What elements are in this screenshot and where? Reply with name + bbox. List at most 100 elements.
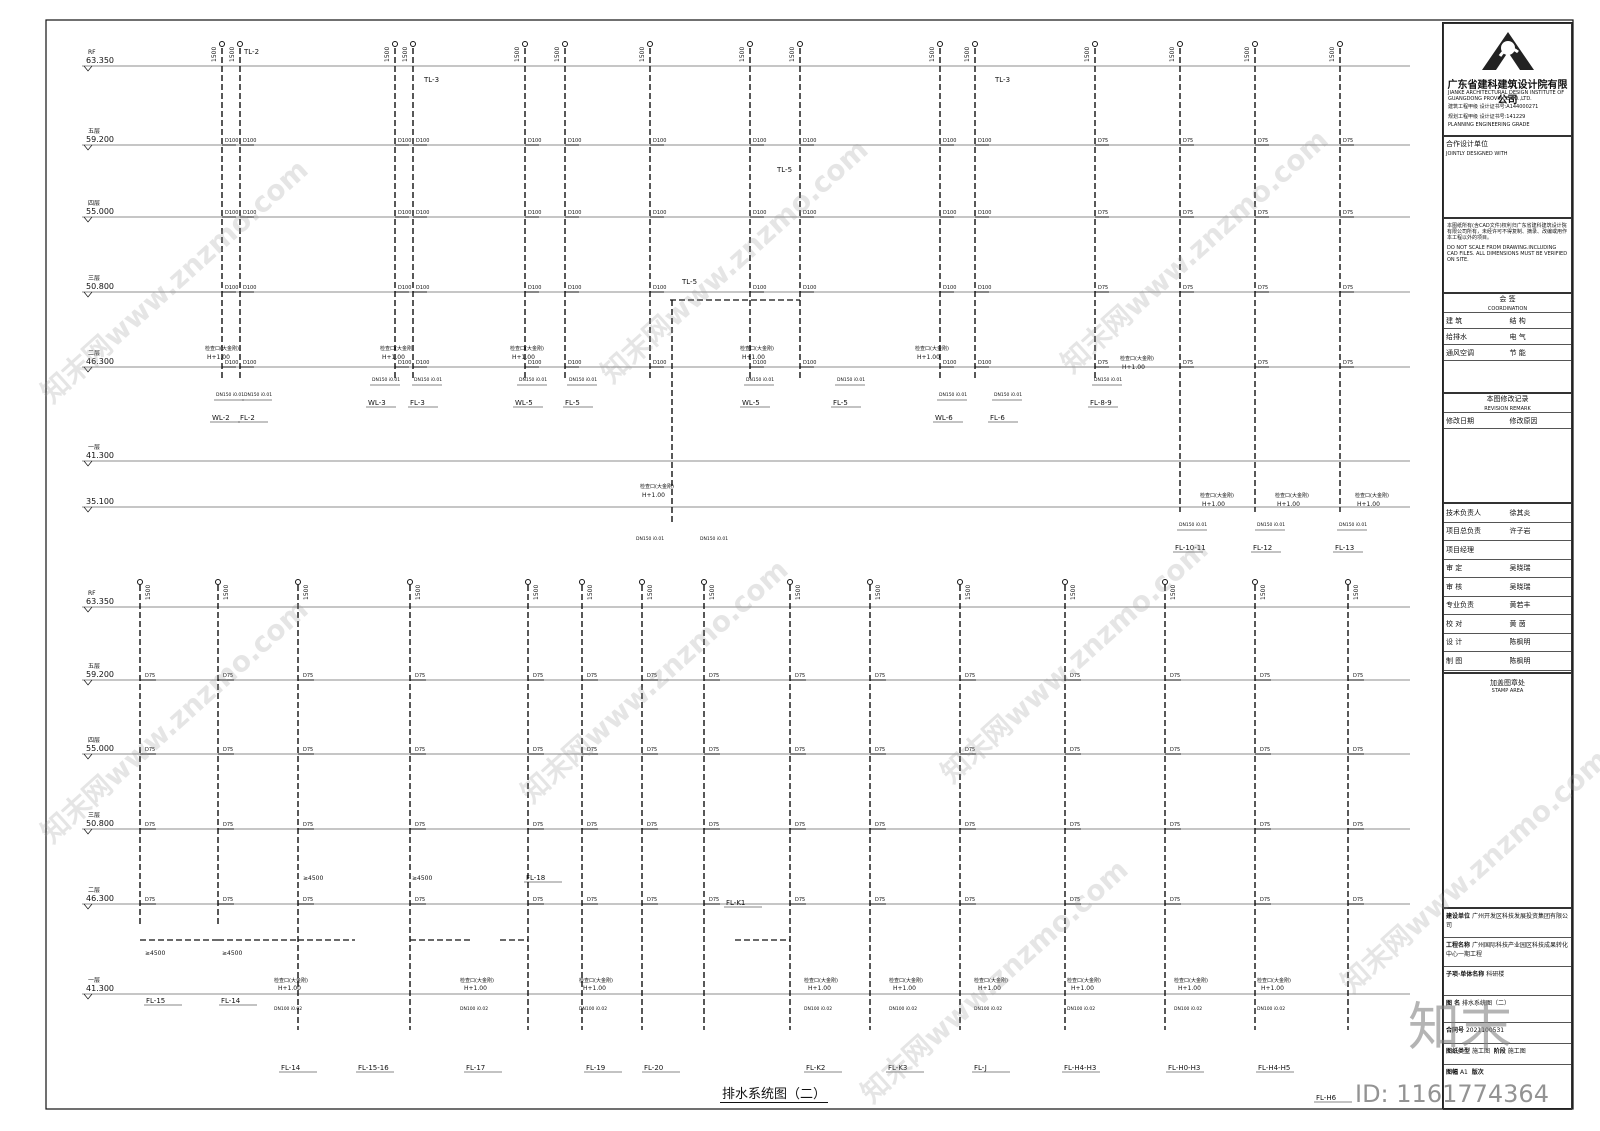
vent-cap-icon: [1162, 579, 1168, 585]
stamp-block: 加盖图章处 STAMP AREA: [1443, 673, 1572, 908]
pipe-size-label: D100: [653, 285, 666, 291]
pipe-tag: FL-5: [565, 399, 580, 407]
vent-height-label: 1500: [303, 585, 310, 600]
pipe-size-label: D100: [243, 360, 256, 366]
upper-floor-levels: RF63.350五层59.200四层55.000三层50.800二层46.300…: [82, 49, 1410, 513]
cert-1: 建筑工程甲级 设计证书号:A144000271: [1448, 104, 1539, 110]
vent-cap-icon: [407, 579, 413, 585]
vent-cap-icon: [639, 579, 645, 585]
vent-height-label: 1500: [554, 47, 561, 62]
floor-level-elevation: 59.200: [86, 135, 114, 144]
pipe-size-label: D100: [398, 360, 411, 366]
pipe-size-label: D75: [1170, 747, 1180, 753]
floor-level-elevation: 46.300: [86, 357, 114, 366]
slope-label: DN150 i0.01: [1257, 522, 1285, 528]
vent-cap-icon: [957, 579, 963, 585]
brand-watermark: 知末: [1408, 998, 1513, 1058]
vent-height-label: 1500: [639, 47, 646, 62]
height-label: H+1.00: [1261, 985, 1284, 992]
staff-row: 专业负责黄若丰: [1444, 597, 1571, 615]
staff-signature: 吴晓瑞: [1509, 582, 1531, 591]
joint-design-block: 合作设计单位 JOINTLY DESIGNED WITH: [1443, 136, 1572, 218]
offset-dimension: ≥4500: [222, 950, 242, 957]
elevation-marker-icon: [83, 753, 93, 760]
cleanout-label: 检查口(大金刚): [579, 977, 613, 984]
pipe-size-label: D75: [1260, 897, 1270, 903]
slope-label: DN100 i0.02: [274, 1006, 302, 1012]
vent-cap-icon: [295, 579, 301, 585]
offset-dimension: ≥4500: [145, 950, 165, 957]
vent-height-label: 1500: [795, 585, 802, 600]
pipe-size-label: D75: [1353, 897, 1363, 903]
pipe-size-label: D75: [1070, 822, 1080, 828]
cleanout-label: 检查口(大金刚): [1200, 492, 1234, 499]
cert-2-en: PLANNING ENGINEERING GRADE: [1448, 122, 1530, 128]
floor-level-name: 三层: [88, 275, 100, 282]
slope-label: DN150 i0.01: [837, 377, 865, 383]
pipe-size-label: D75: [1098, 285, 1108, 291]
pipe-tag: FL-13: [1335, 544, 1354, 552]
pipe-size-label: D75: [965, 822, 975, 828]
client-row: 建设单位 广州开发区科技发展投资集团有限公司: [1444, 909, 1571, 938]
slope-label: DN150 i0.01: [1179, 522, 1207, 528]
floor-level-name: 二层: [88, 350, 100, 357]
pipe-tag: FL-K3: [888, 1064, 907, 1072]
pipe-size-label: D100: [528, 360, 541, 366]
pipe-size-label: D75: [415, 747, 425, 753]
pipe-tag: FL-15-16: [358, 1064, 389, 1072]
floor-level-elevation: 55.000: [86, 744, 114, 753]
staff-signature: 黄若丰: [1509, 601, 1531, 610]
height-label: H+1.00: [583, 985, 606, 992]
staff-row: 设 计陈枫明: [1444, 634, 1571, 652]
pipe-size-label: D100: [528, 285, 541, 291]
slope-label: DN100 i0.02: [804, 1006, 832, 1012]
pipe-size-label: D100: [978, 138, 991, 144]
height-label: H+1.00: [642, 492, 665, 499]
height-label: H+1.00: [893, 985, 916, 992]
height-label: H+1.00: [278, 985, 301, 992]
staff-signature: 许子岩: [1509, 527, 1531, 536]
pipe-size-label: D75: [1343, 210, 1353, 216]
upper-riser-group: 1500D100D100D100D1001500D100D100D100D100…: [205, 41, 1389, 553]
pipe-tag: FL-17: [466, 1064, 485, 1072]
drawing-border: [45, 19, 1574, 1110]
pipe-size-label: D75: [1183, 138, 1193, 144]
vent-cap-icon: [747, 41, 753, 47]
pipe-size-label: D100: [978, 360, 991, 366]
pipe-size-label: D75: [647, 822, 657, 828]
slope-label: DN150 i0.01: [372, 377, 400, 383]
cleanout-label: 检查口(大金刚): [915, 345, 949, 352]
floor-level-name: RF: [88, 590, 96, 597]
pipe-size-label: D75: [965, 747, 975, 753]
pipe-size-label: D75: [709, 897, 719, 903]
pipe-size-label: D75: [1353, 673, 1363, 679]
elevation-marker-icon: [83, 828, 93, 835]
vent-cap-icon: [867, 579, 873, 585]
vent-cap-icon: [392, 41, 398, 47]
pipe-tag: WL-6: [935, 414, 953, 422]
elevation-marker-icon: [83, 903, 93, 910]
staff-role: 校 对: [1446, 619, 1463, 628]
cleanout-label: 检查口(大金刚): [1174, 977, 1208, 984]
pipe-size-label: D100: [398, 210, 411, 216]
pipe-size-label: D75: [415, 822, 425, 828]
staff-role: 制 图: [1446, 656, 1463, 665]
pipe-tag: FL-H4-H3: [1064, 1064, 1096, 1072]
elevation-marker-icon: [83, 291, 93, 298]
project-info-block: 建设单位 广州开发区科技发展投资集团有限公司 工程名称 广州国际科技产业园区科技…: [1443, 908, 1572, 1110]
vent-height-label: 1500: [929, 47, 936, 62]
pipe-size-label: D75: [795, 673, 805, 679]
floor-level-name: 四层: [88, 200, 100, 207]
vent-height-label: 1500: [709, 585, 716, 600]
pipe-size-label: D100: [653, 138, 666, 144]
slope-label: DN150 i0.01: [519, 377, 547, 383]
cleanout-label: 检查口(大金刚): [510, 345, 544, 352]
pipe-tag: FL-3: [410, 399, 425, 407]
pipe-size-label: D100: [943, 138, 956, 144]
cosign-row: 通风空调节 能: [1444, 345, 1571, 361]
staff-signature: 陈枫明: [1509, 638, 1531, 647]
vent-height-label: 1500: [402, 47, 409, 62]
joint-label-en: JOINTLY DESIGNED WITH: [1446, 151, 1508, 157]
